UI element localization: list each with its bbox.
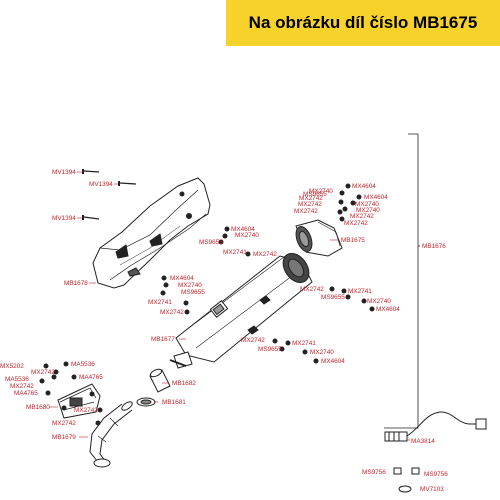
callout-label: MA5536 [5,376,29,383]
callout-label: MX2741 [148,299,172,306]
lambda-sensor [384,411,487,442]
callout-label: MX4604 [231,226,255,233]
callout-label: MX4604 [352,183,376,190]
callout-label: MB1678 [64,280,88,287]
callout-label: MS9655 [321,294,345,301]
callout-label: MB1679 [52,434,76,441]
callout-label: MX2742 [10,383,34,390]
callout-label: MX2742 [300,286,324,293]
callout-label: MS9655 [258,346,282,353]
hardware-group-upper [160,226,251,315]
callout-label: MS9655 [181,289,205,296]
callout-label: MX4604 [364,194,388,201]
heat-shield-cover [92,177,211,289]
muffler-body [169,252,313,369]
callout-label: MS9756 [362,469,386,476]
callout-label: MX2742 [294,208,318,215]
nut-ms9756-b [411,467,420,475]
callout-label: MX2742 [160,309,184,316]
hardware-group-endcap [337,183,362,222]
part-number-banner: Na obrázku díl číslo MB1675 [226,0,500,46]
callout-label: MB1675 [341,237,365,244]
callout-label: MX2742 [344,220,368,227]
callout-label: MX2740 [309,188,333,195]
callout-label: MX2742 [74,407,98,414]
leader-lines [49,171,420,441]
washer-mv7103 [398,485,412,493]
callout-label: MB1682 [172,380,196,387]
callout-label: MX2742 [299,195,323,202]
callout-label: MV1394 [52,169,76,176]
callout-label: MX2742 [350,213,374,220]
callout-label: MX2741 [223,249,247,256]
hardware-group-manifold [39,361,103,426]
hardware-group-lower [272,338,319,364]
callout-label: MX4604 [376,306,400,313]
callout-label: MX2742 [253,251,277,258]
sleeve-mb1682 [149,368,171,393]
callout-label: MX2740 [178,282,202,289]
bolt-mv1394-c [82,215,100,220]
manifold-plate [57,383,101,419]
callout-label: MX2742 [298,201,322,208]
callout-label: MV1394 [89,181,113,188]
callout-label: MA4765 [79,374,103,381]
nut-ms9756-a [393,467,402,475]
callout-label: MB1676 [422,243,446,250]
callout-label: MB1677 [151,336,175,343]
down-pipe [89,401,133,468]
group-bracket-mb1676 [384,133,420,429]
callout-label: MX2740 [367,298,391,305]
callout-label: MV7103 [420,486,444,493]
callout-label: MX4604 [170,275,194,282]
callout-label: MX2740 [310,349,334,356]
callout-label: MA4765 [14,390,38,397]
bolt-mv1394-b [118,181,137,186]
callout-label: MX2740 [356,207,380,214]
callout-label: MV1394 [52,215,76,222]
callout-label: MX2742 [31,369,55,376]
callout-label: MX2740 [355,201,379,208]
callout-label: MX4604 [321,358,345,365]
callout-label: MX2742 [52,420,76,427]
bolt-mv1394-a [82,169,100,174]
callout-label: MS9655 [303,191,327,198]
callout-label: MB1680 [26,404,50,411]
callout-label: MX2740 [235,232,259,239]
callout-labels: MV1394 MV1394 MV1394 MB1678 MX4604 MX274… [0,169,448,493]
callout-label: MA5536 [71,361,95,368]
callout-label: MX5202 [0,363,24,370]
callout-label: MX2742 [241,337,265,344]
callout-label: MA3814 [411,438,435,445]
banner-text: Na obrázku díl číslo MB1675 [248,13,478,32]
callout-label: MX2741 [348,288,372,295]
callout-label: MS9756 [424,471,448,478]
hardware-group-right [329,286,375,312]
callout-label: MS9655 [199,239,223,246]
end-cap [295,219,343,257]
clamp-mb1681 [136,397,156,407]
callout-label: MB1681 [162,399,186,406]
callout-label: MX2741 [292,340,316,347]
